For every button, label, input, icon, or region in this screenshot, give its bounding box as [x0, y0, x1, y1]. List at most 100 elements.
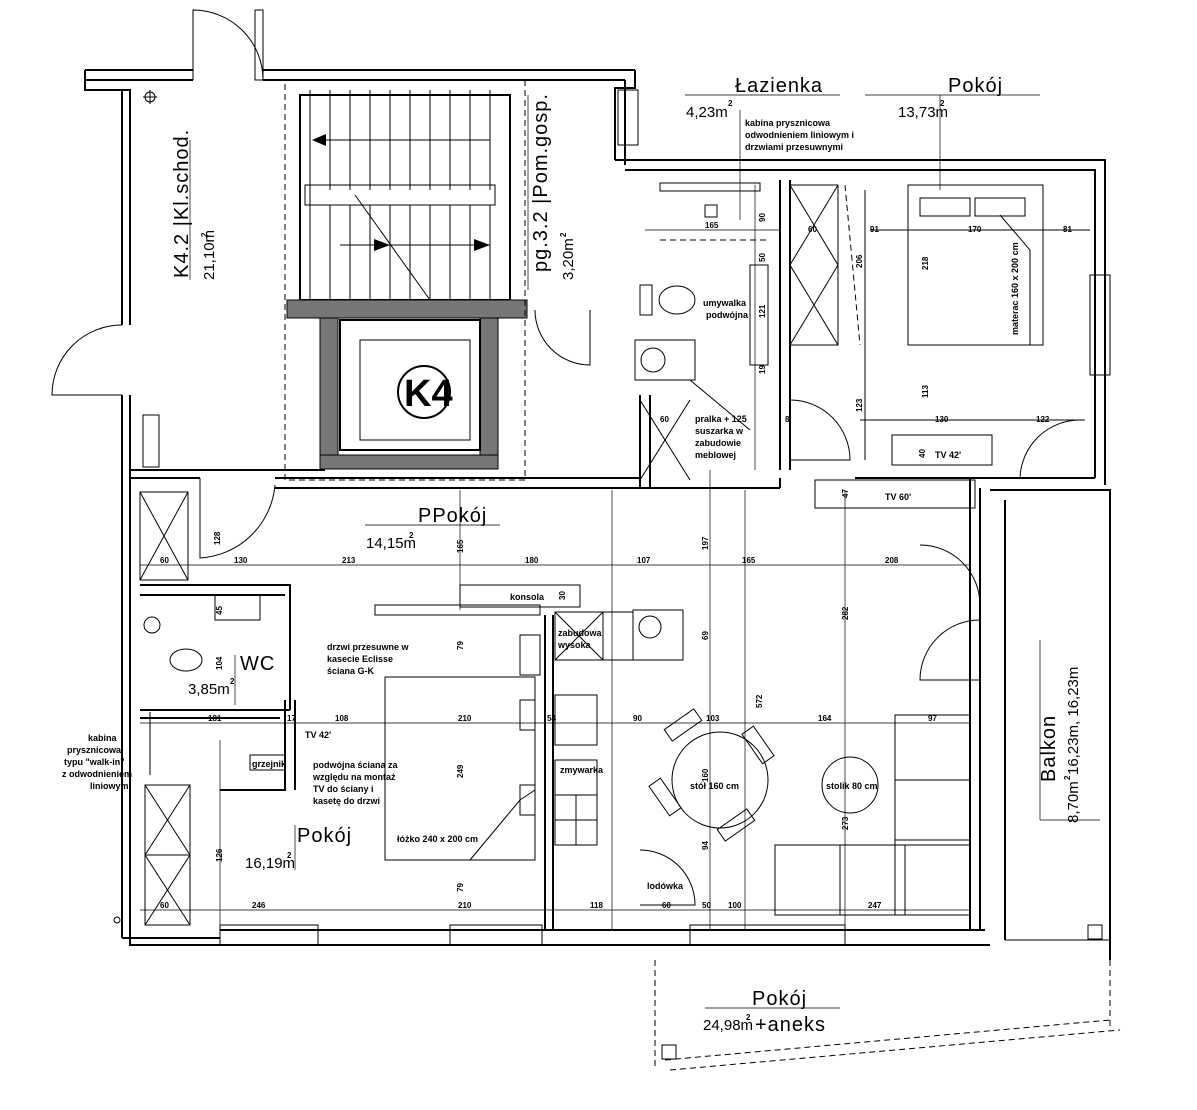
- note-kabina-walk-4: z odwodnieniem: [62, 769, 132, 779]
- dim-170: 170: [968, 225, 982, 234]
- room-area-wc: 3,85m: [188, 681, 230, 698]
- note-drzwi-1: drzwi przesuwne w: [327, 642, 410, 652]
- note-podwojna-3: TV do ściany i: [313, 784, 374, 794]
- dim-246: 246: [252, 901, 266, 910]
- note-grzejnik: grzejnik: [252, 759, 287, 769]
- room-area-sup-ppokoj: 2: [409, 531, 414, 540]
- note-tv60: TV 60': [885, 492, 911, 502]
- dim-79: 79: [456, 641, 465, 650]
- room-area-sup-klatka: 2: [200, 232, 209, 237]
- dim-60e: 60: [660, 415, 669, 424]
- dim-249: 249: [456, 764, 465, 778]
- room-name-pokoj-aneks: Pokój: [752, 988, 807, 1010]
- dim-160: 160: [701, 768, 710, 782]
- dim-60c: 60: [662, 901, 671, 910]
- room-name-pom-gosp: pg.3.2 |Pom.gosp.: [530, 93, 552, 272]
- room-area-sup-pom-gosp: 2: [559, 232, 568, 237]
- note-kabina-walk-2: prysznicowa: [67, 745, 122, 755]
- room-name-ppokoj: PPokój: [418, 505, 487, 527]
- dim-164: 164: [818, 714, 832, 723]
- room-area-lazienka: 4,23m: [686, 104, 728, 121]
- room-extra-balkon: 16,23m, 16,23m: [1065, 667, 1082, 775]
- room-area-pokoj-b: 16,19m: [245, 855, 295, 872]
- dim-247: 247: [868, 901, 882, 910]
- dimension-numbers: 165 90 60 91 170 81 206 218 50 121 19 11…: [160, 213, 1072, 910]
- room-area-klatka: 21,10m: [201, 230, 218, 280]
- annotation-notes: kabina prysznicowa odwodnieniem liniowym…: [62, 118, 1020, 891]
- room-area-sup-pokoj-a: 2: [940, 99, 945, 108]
- room-name-lazienka: Łazienka: [735, 75, 823, 97]
- dim-197: 197: [701, 536, 710, 550]
- walls: [84, 69, 1111, 960]
- note-pralka-1: pralka + 125: [695, 414, 747, 424]
- dim-123: 123: [855, 398, 864, 412]
- dim-113: 113: [921, 385, 930, 398]
- dim-282: 282: [841, 606, 850, 620]
- dim-181: 181: [208, 714, 222, 723]
- note-umywalka-1: umywalka: [703, 298, 747, 308]
- dim-81: 81: [1063, 225, 1072, 234]
- dim-165b: 165: [456, 539, 465, 553]
- dim-210b: 210: [458, 901, 472, 910]
- dim-90: 90: [758, 213, 767, 222]
- living-kitchen-furniture: [459, 584, 971, 916]
- dim-103: 103: [706, 714, 720, 723]
- room-name-pokoj-a: Pokój: [948, 75, 1003, 97]
- note-konsola: konsola: [510, 592, 545, 602]
- note-stol: stół 160 cm: [690, 781, 739, 791]
- dim-128: 128: [213, 531, 222, 545]
- windows: [219, 89, 1121, 1071]
- dim-218: 218: [921, 256, 930, 270]
- note-materac: materac 160 x 200 cm: [1010, 242, 1020, 335]
- dim-572: 572: [755, 694, 764, 708]
- dim-118: 118: [590, 901, 603, 910]
- dim-108: 108: [335, 714, 349, 723]
- note-kabina-walk-3: typu "walk-in": [64, 757, 125, 767]
- room-area-balkon: 8,70m: [1065, 781, 1082, 823]
- dim-210: 210: [458, 714, 472, 723]
- note-kabina-walk-5: liniowym: [90, 781, 129, 791]
- note-pralka-4: meblowej: [695, 450, 736, 460]
- dim-206: 206: [855, 254, 864, 268]
- dim-121: 121: [758, 304, 767, 318]
- dim-60: 60: [808, 225, 817, 234]
- note-kabina-top-1: kabina prysznicowa: [745, 118, 831, 128]
- note-drzwi-2: kasecie Eclisse: [327, 654, 393, 664]
- note-stolik: stolik 80 cm: [826, 781, 878, 791]
- dim-69: 69: [701, 631, 710, 640]
- dim-165: 165: [705, 221, 719, 230]
- stairs: [284, 79, 526, 481]
- room-name-balkon: Balkon: [1038, 715, 1060, 782]
- note-drzwi-3: ściana G-K: [327, 666, 375, 676]
- dim-91: 91: [870, 225, 879, 234]
- dim-165c: 165: [742, 556, 756, 565]
- note-tv42-top: TV 42': [935, 450, 961, 460]
- doors: [51, 9, 1081, 906]
- dim-104: 104: [215, 656, 224, 670]
- dim-19: 19: [758, 365, 767, 374]
- room-name-pokoj-b: Pokój: [297, 825, 352, 847]
- bedroom-a-furniture: [789, 184, 1090, 509]
- dimension-lines: [140, 94, 1100, 1009]
- note-zabudowa-2: wysoka: [557, 640, 592, 650]
- room-area-sup-pokoj-aneks: 2: [746, 1013, 751, 1022]
- dim-50b: 50: [702, 901, 711, 910]
- dim-45: 45: [215, 606, 224, 615]
- dim-180: 180: [525, 556, 539, 565]
- note-podwojna-2: względu na montaż: [312, 772, 396, 782]
- dim-208: 208: [885, 556, 899, 565]
- note-umywalka-2: podwójna: [706, 310, 749, 320]
- elevator-label: K4: [404, 373, 453, 415]
- note-zmywarka: zmywarka: [560, 765, 604, 775]
- dim-94: 94: [701, 841, 710, 850]
- dim-100: 100: [728, 901, 742, 910]
- dim-130: 130: [935, 415, 949, 424]
- note-podwojna-1: podwójna ściana za: [313, 760, 399, 770]
- markers: [113, 90, 1103, 1060]
- room-area-ppokoj: 14,15m: [366, 535, 416, 552]
- note-lodowka: lodówka: [647, 881, 684, 891]
- note-kabina-walk-1: kabina: [88, 733, 118, 743]
- dim-273: 273: [841, 816, 850, 830]
- dim-30: 30: [558, 591, 567, 600]
